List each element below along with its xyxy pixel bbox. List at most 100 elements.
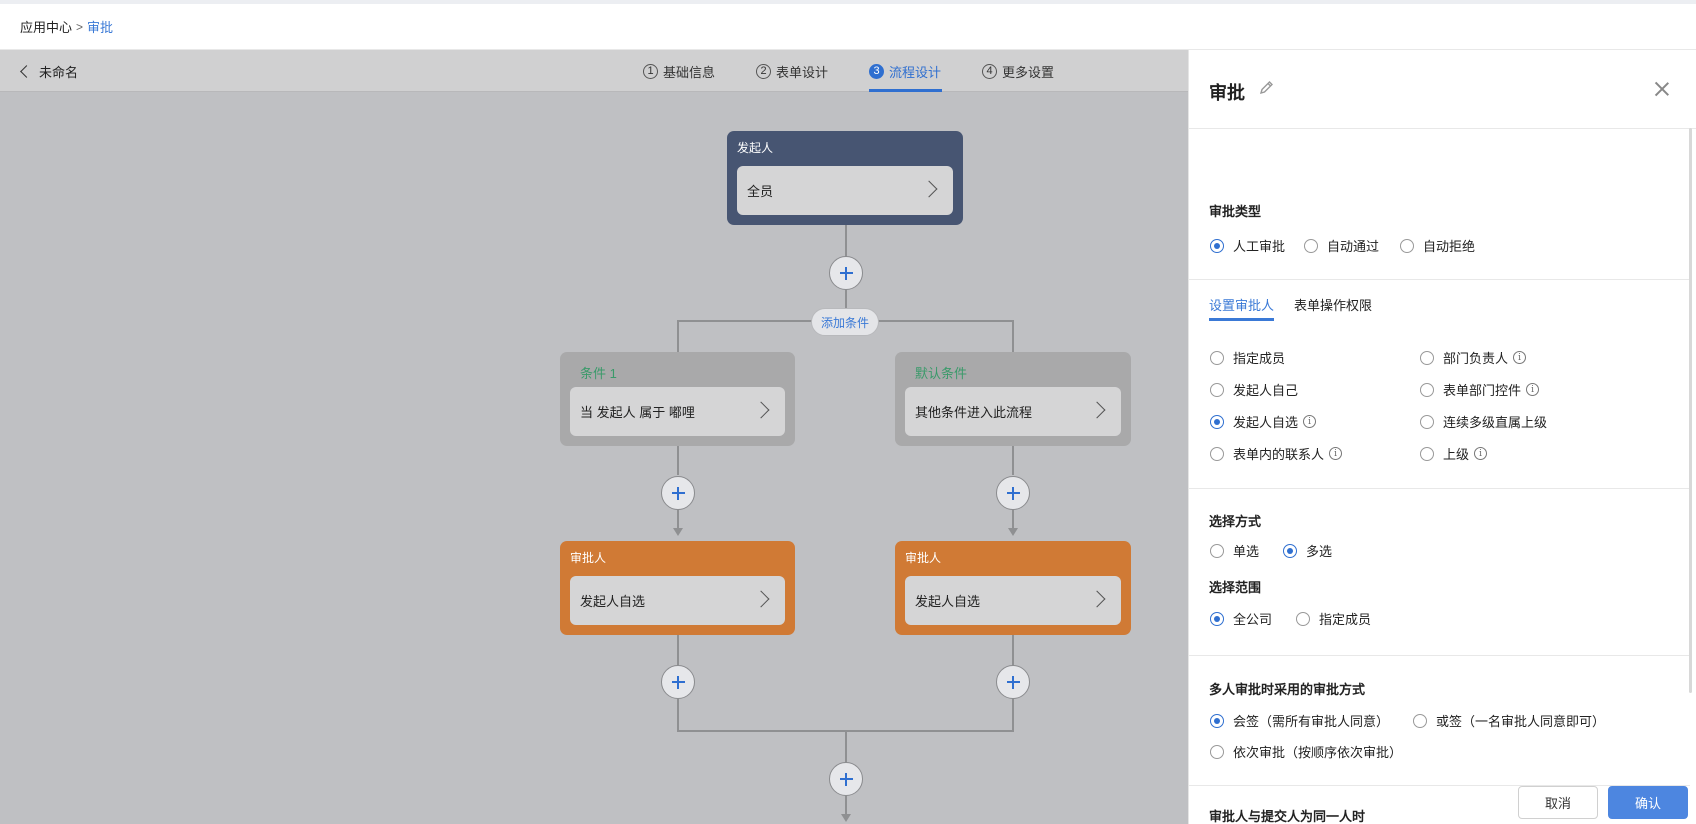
tab-label: 表单操作权限 xyxy=(1294,298,1373,313)
panel-title: 审批 xyxy=(1209,83,1245,103)
connector xyxy=(1012,320,1014,352)
step-more-settings[interactable]: 4 更多设置 xyxy=(982,50,1054,92)
radio-auto-reject[interactable]: 自动拒绝 xyxy=(1400,236,1475,255)
info-icon[interactable]: i xyxy=(1329,447,1343,460)
info-icon[interactable]: i xyxy=(1474,447,1488,460)
chevron-right-icon xyxy=(1088,590,1106,608)
condition-body[interactable]: 其他条件进入此流程 xyxy=(905,387,1121,436)
radio-manual-approval[interactable]: 人工审批 xyxy=(1210,236,1285,255)
radio-whole-company[interactable]: 全公司 xyxy=(1210,609,1272,628)
radio-form-contact[interactable]: 表单内的联系人 i xyxy=(1210,444,1343,463)
radio-superior[interactable]: 上级 i xyxy=(1420,444,1488,463)
radio-label: 依次审批（按顺序依次审批） xyxy=(1233,745,1403,760)
approver-body[interactable]: 发起人自选 xyxy=(905,576,1121,625)
step-form-design[interactable]: 2 表单设计 xyxy=(756,50,828,92)
radio-range-specific-member[interactable]: 指定成员 xyxy=(1296,609,1371,628)
approver-body[interactable]: 发起人自选 xyxy=(570,576,785,625)
step-label: 更多设置 xyxy=(1002,64,1055,80)
tab-form-permissions[interactable]: 表单操作权限 xyxy=(1294,295,1372,321)
plus-icon xyxy=(671,486,685,500)
section-title: 选择方式 xyxy=(1209,514,1262,529)
radio-countersign[interactable]: 会签（需所有审批人同意） xyxy=(1210,711,1389,730)
plus-icon xyxy=(671,675,685,689)
radio-indicator xyxy=(1210,382,1224,397)
info-icon[interactable]: i xyxy=(1526,383,1540,396)
add-condition-button[interactable]: 添加条件 xyxy=(811,308,880,336)
radio-indicator xyxy=(1210,744,1224,759)
chevron-right-icon xyxy=(752,590,770,608)
arrow-down-icon xyxy=(673,528,683,536)
plus-icon xyxy=(1006,486,1020,500)
radio-initiator-self[interactable]: 发起人自己 xyxy=(1210,380,1298,399)
add-node-button[interactable] xyxy=(829,256,863,290)
close-icon[interactable] xyxy=(1654,81,1670,97)
condition-node-default[interactable]: 默认条件 其他条件进入此流程 xyxy=(895,352,1131,446)
radio-label: 全公司 xyxy=(1233,612,1273,627)
radio-indicator xyxy=(1283,543,1297,558)
step-number: 3 xyxy=(869,63,884,79)
condition-node-1[interactable]: 条件 1 当 发起人 属于 嘟哩 xyxy=(560,352,795,446)
breadcrumb-app-center[interactable]: 应用中心 xyxy=(20,20,73,35)
start-node-body[interactable]: 全员 xyxy=(737,166,953,215)
plus-icon xyxy=(839,772,853,786)
cancel-button[interactable]: 取消 xyxy=(1518,786,1598,819)
info-icon[interactable]: i xyxy=(1513,351,1527,364)
add-node-button[interactable] xyxy=(996,476,1030,510)
back-button[interactable]: 未命名 xyxy=(20,50,78,92)
multi-approver-section: 多人审批时采用的审批方式 会签（需所有审批人同意） 或签（一名审批人同意即可） … xyxy=(1189,656,1690,786)
step-flow-design[interactable]: 3 流程设计 xyxy=(869,50,943,92)
radio-auto-approve[interactable]: 自动通过 xyxy=(1304,236,1379,255)
approval-type-options: 人工审批 自动通过 自动拒绝 xyxy=(1189,130,1690,280)
confirm-button[interactable]: 确认 xyxy=(1608,786,1688,819)
approver-node-2[interactable]: 审批人 发起人自选 xyxy=(895,541,1131,635)
add-node-button[interactable] xyxy=(996,665,1030,699)
step-basic-info[interactable]: 1 基础信息 xyxy=(643,50,715,92)
panel-footer: 取消 确认 xyxy=(1188,774,1696,824)
pencil-icon[interactable] xyxy=(1258,79,1274,97)
radio-dept-head[interactable]: 部门负责人 i xyxy=(1420,348,1527,367)
arrow-down-icon xyxy=(1008,528,1018,536)
condition-body[interactable]: 当 发起人 属于 嘟哩 xyxy=(570,387,785,436)
selection-section: 选择方式 单选 多选 选择范围 全公司 指定成员 xyxy=(1189,489,1690,656)
radio-single-select[interactable]: 单选 xyxy=(1210,541,1259,560)
radio-label: 表单部门控件 xyxy=(1443,383,1522,398)
tab-set-approver[interactable]: 设置审批人 xyxy=(1209,295,1275,321)
panel-scrollbar[interactable] xyxy=(1689,128,1692,693)
radio-indicator xyxy=(1210,238,1224,253)
radio-specific-member[interactable]: 指定成员 xyxy=(1210,348,1285,367)
start-node-title: 发起人 xyxy=(737,141,774,155)
plus-icon xyxy=(839,266,853,280)
chevron-right-icon xyxy=(1088,401,1106,419)
connector xyxy=(845,225,847,257)
section-title: 选择范围 xyxy=(1209,580,1262,595)
step-label: 表单设计 xyxy=(776,64,829,80)
radio-indicator xyxy=(1420,350,1434,365)
start-node[interactable]: 发起人 全员 xyxy=(727,131,963,225)
add-node-button[interactable] xyxy=(661,665,695,699)
breadcrumb-separator: > xyxy=(76,19,84,34)
approver-text: 发起人自选 xyxy=(915,594,981,609)
radio-multi-level-manager[interactable]: 连续多级直属上级 xyxy=(1420,412,1547,431)
radio-indicator xyxy=(1210,713,1224,728)
condition-title: 默认条件 xyxy=(915,366,968,381)
radio-label: 多选 xyxy=(1306,544,1333,559)
add-node-button[interactable] xyxy=(661,476,695,510)
radio-sequential[interactable]: 依次审批（按顺序依次审批） xyxy=(1210,742,1402,761)
panel-header: 审批 xyxy=(1189,50,1696,129)
add-node-button[interactable] xyxy=(829,762,863,796)
radio-form-dept-control[interactable]: 表单部门控件 i xyxy=(1420,380,1540,399)
approval-settings-panel: 审批 审批类型 人工审批 自动通过 自动拒绝 设置审批人 表单操作权限 xyxy=(1188,50,1696,824)
breadcrumb-current: 审批 xyxy=(87,20,114,35)
condition-title: 条件 1 xyxy=(580,366,617,381)
radio-label: 自动拒绝 xyxy=(1423,239,1476,254)
radio-label: 连续多级直属上级 xyxy=(1443,415,1548,430)
radio-multi-select[interactable]: 多选 xyxy=(1283,541,1332,560)
approver-node-1[interactable]: 审批人 发起人自选 xyxy=(560,541,795,635)
chevron-right-icon xyxy=(752,401,770,419)
info-icon[interactable]: i xyxy=(1303,415,1317,428)
radio-initiator-choose[interactable]: 发起人自选 i xyxy=(1210,412,1317,431)
radio-or-sign[interactable]: 或签（一名审批人同意即可） xyxy=(1413,711,1605,730)
connector xyxy=(677,635,679,665)
radio-label: 表单内的联系人 xyxy=(1233,447,1325,462)
connector xyxy=(677,445,679,475)
